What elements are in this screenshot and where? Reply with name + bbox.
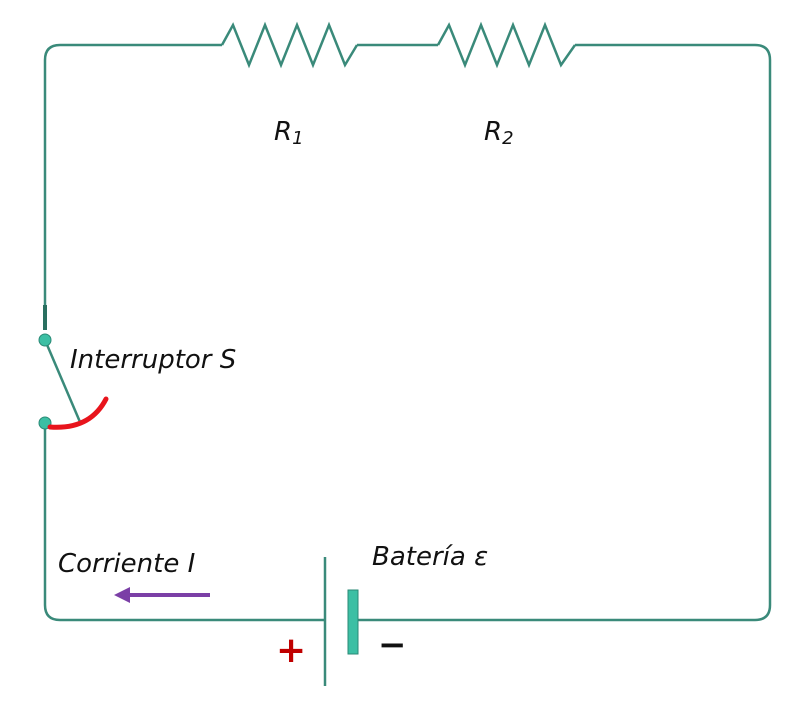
label-r2: R2: [484, 117, 514, 149]
battery-short-plate: [347, 589, 359, 655]
label-battery: Batería ε: [372, 542, 488, 572]
current-arrow: [114, 587, 210, 603]
switch-lever: [43, 339, 82, 423]
resistor-r2: [436, 21, 577, 69]
switch-terminal-top: [38, 333, 52, 347]
label-current: Corriente I: [58, 549, 195, 579]
label-switch: Interruptor S: [70, 345, 236, 375]
wire-bottom-left: [43, 423, 325, 622]
wire-right: [358, 43, 772, 622]
wire-top-left: [43, 43, 222, 305]
switch-arc: [47, 396, 109, 430]
label-r1: R1: [274, 117, 304, 149]
resistor-r1: [220, 21, 359, 69]
minus-sign: −: [378, 625, 407, 665]
plus-sign: +: [276, 630, 306, 671]
